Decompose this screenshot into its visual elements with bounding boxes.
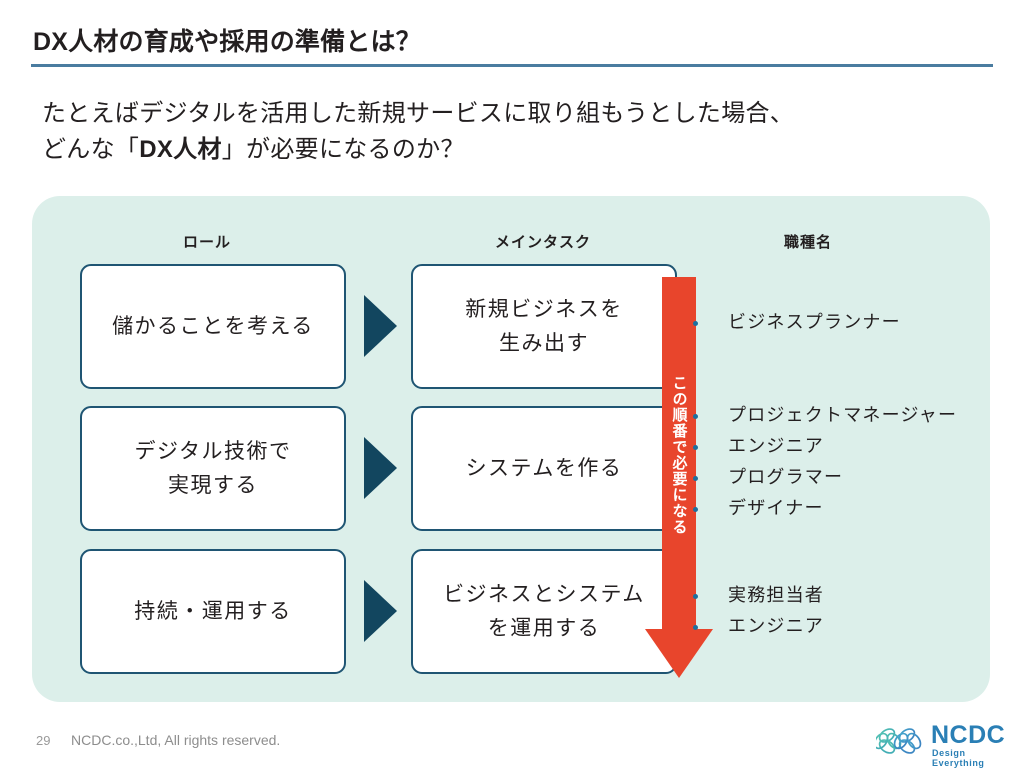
list-item: 実務担当者 [686, 580, 986, 611]
list-item: ビジネスプランナー [686, 307, 986, 338]
order-arrow-down-icon: この順番で必要になる [645, 277, 713, 678]
task-box-row-1-line-2: 生み出す [499, 331, 589, 355]
job-list-row-3: 実務担当者 エンジニア [686, 580, 986, 642]
job-list-row-2: プロジェクトマネージャー エンジニア プログラマー デザイナー [686, 400, 986, 524]
ncdc-tagline: Design Everything [932, 748, 985, 768]
role-box-row-2-line-2: 実現する [168, 473, 258, 497]
triangle-arrow-icon-row-1 [364, 295, 397, 357]
list-item: エンジニア [686, 431, 986, 462]
subtitle-line-2-prefix: どんな「 [42, 136, 140, 163]
role-box-row-1: 儲かることを考える [80, 264, 346, 389]
ncdc-flower-mark-icon [876, 728, 922, 754]
order-arrow-label: この順番で必要になる [670, 374, 688, 535]
subtitle-line-2: どんな「DX人材」が必要になるのか？ [42, 132, 982, 168]
role-box-row-2: デジタル技術で 実現する [80, 406, 346, 531]
column-header-role: ロール [182, 234, 232, 251]
task-box-row-3-line-2: を運用する [487, 616, 601, 640]
triangle-arrow-icon-row-2 [364, 437, 397, 499]
job-list-row-1: ビジネスプランナー [686, 307, 986, 338]
role-box-row-3: 持続・運用する [80, 549, 346, 674]
task-box-row-1-line-1: 新規ビジネスを [465, 297, 623, 321]
page-number: 29 [36, 733, 51, 748]
column-header-main-task: メインタスク [494, 234, 592, 251]
column-header-job-title: 職種名 [783, 234, 833, 251]
list-item: プログラマー [686, 462, 986, 493]
triangle-arrow-icon-row-3 [364, 580, 397, 642]
ncdc-logo: NCDC Design Everything [876, 722, 1005, 768]
task-box-row-1: 新規ビジネスを 生み出す [411, 264, 677, 389]
title-divider [31, 64, 993, 67]
subtitle-block: たとえばデジタルを活用した新規サービスに取り組もうとした場合、 どんな「DX人材… [42, 96, 982, 168]
order-arrow-shaft [662, 277, 696, 632]
subtitle-line-1: たとえばデジタルを活用した新規サービスに取り組もうとした場合、 [42, 100, 795, 127]
task-box-row-3: ビジネスとシステム を運用する [411, 549, 677, 674]
list-item: エンジニア [686, 611, 986, 642]
role-box-row-2-line-1: デジタル技術で [134, 439, 292, 463]
ncdc-wordmark: NCDC [931, 721, 1006, 749]
list-item: プロジェクトマネージャー [686, 400, 986, 431]
copyright-text: NCDC.co.,Ltd, All rights reserved. [71, 732, 281, 748]
subtitle-line-2-suffix: 」が必要になるのか？ [221, 136, 465, 163]
page-title: DX人材の育成や採用の準備とは？ [33, 28, 421, 56]
task-box-row-3-line-1: ビジネスとシステム [443, 582, 645, 606]
list-item: デザイナー [686, 493, 986, 524]
subtitle-emphasis-dx-jinzai: DX人材 [139, 136, 222, 163]
order-arrow-head [645, 629, 713, 678]
task-box-row-2: システムを作る [411, 406, 677, 531]
